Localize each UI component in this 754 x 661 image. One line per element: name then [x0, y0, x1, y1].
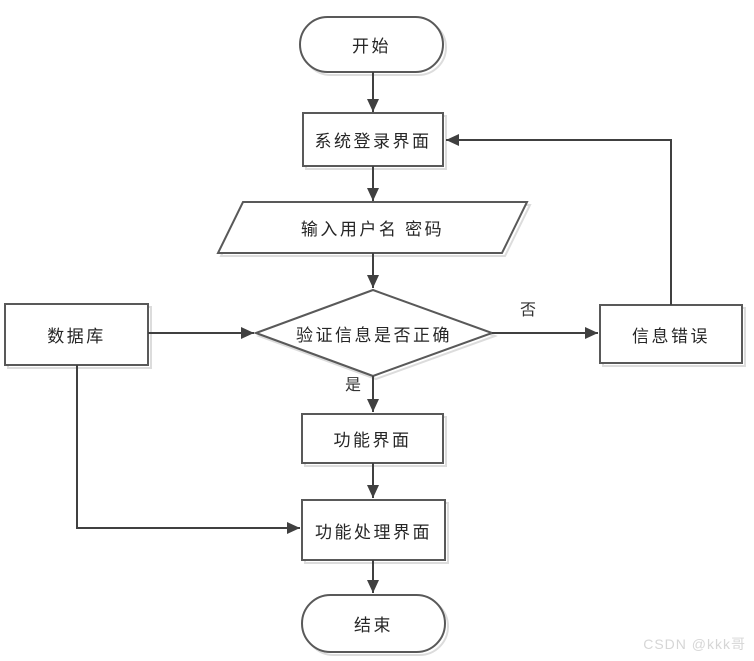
node-login-label: 系统登录界面: [314, 132, 432, 151]
node-input-label: 输入用户名 密码: [300, 220, 445, 239]
edge-label-yes: 是: [344, 377, 361, 394]
node-end-shape: [301, 594, 449, 656]
csdn-watermark: CSDN @kkk哥: [643, 636, 746, 652]
edge-database-to-function-process: [76, 365, 300, 534]
edge-error-to-login: [446, 134, 672, 305]
node-function-process-shape: [301, 499, 449, 564]
node-error-label: 信息错误: [632, 326, 710, 346]
node-function-ui-shape: [301, 413, 447, 467]
node-login-shape: [302, 112, 447, 170]
node-input-shape: [216, 201, 532, 257]
node-start-label: 开始: [352, 37, 391, 56]
node-database-label: 数据库: [47, 327, 106, 346]
node-function-ui-label: 功能界面: [333, 431, 412, 450]
node-verify-label: 验证信息是否正确: [296, 325, 452, 345]
node-error-shape: [599, 304, 746, 367]
edge-label-no: 否: [519, 302, 536, 319]
node-end-label: 结束: [354, 616, 393, 635]
node-function-process-label: 功能处理界面: [315, 522, 432, 542]
node-start-shape: [299, 16, 447, 76]
node-database-shape: [4, 303, 152, 369]
